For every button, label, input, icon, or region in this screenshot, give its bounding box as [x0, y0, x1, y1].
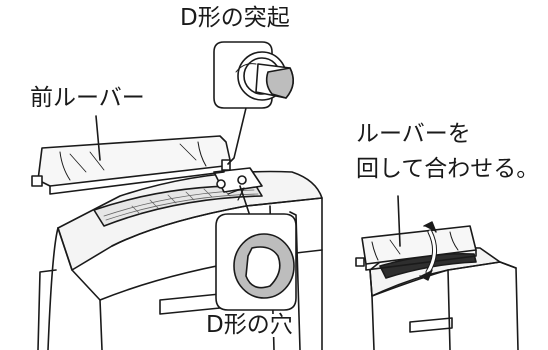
label-instruction-line2: 回して合わせる。 — [356, 156, 540, 182]
d-projection-callout — [213, 41, 294, 109]
label-d-projection: D形の突起 — [180, 5, 290, 31]
label-front-louver: 前ルーバー — [30, 85, 145, 111]
unit-body-small — [369, 246, 519, 350]
leader-front-louver — [95, 115, 101, 161]
rotate-arrow-icon — [419, 221, 437, 281]
leader-instruction — [397, 195, 401, 247]
label-instruction-line1: ルーバーを — [356, 121, 471, 147]
leader-d-projection — [227, 107, 247, 165]
d-hole-callout — [215, 213, 297, 311]
front-louver-left — [31, 135, 231, 195]
label-d-hole: D形の穴 — [204, 312, 295, 338]
